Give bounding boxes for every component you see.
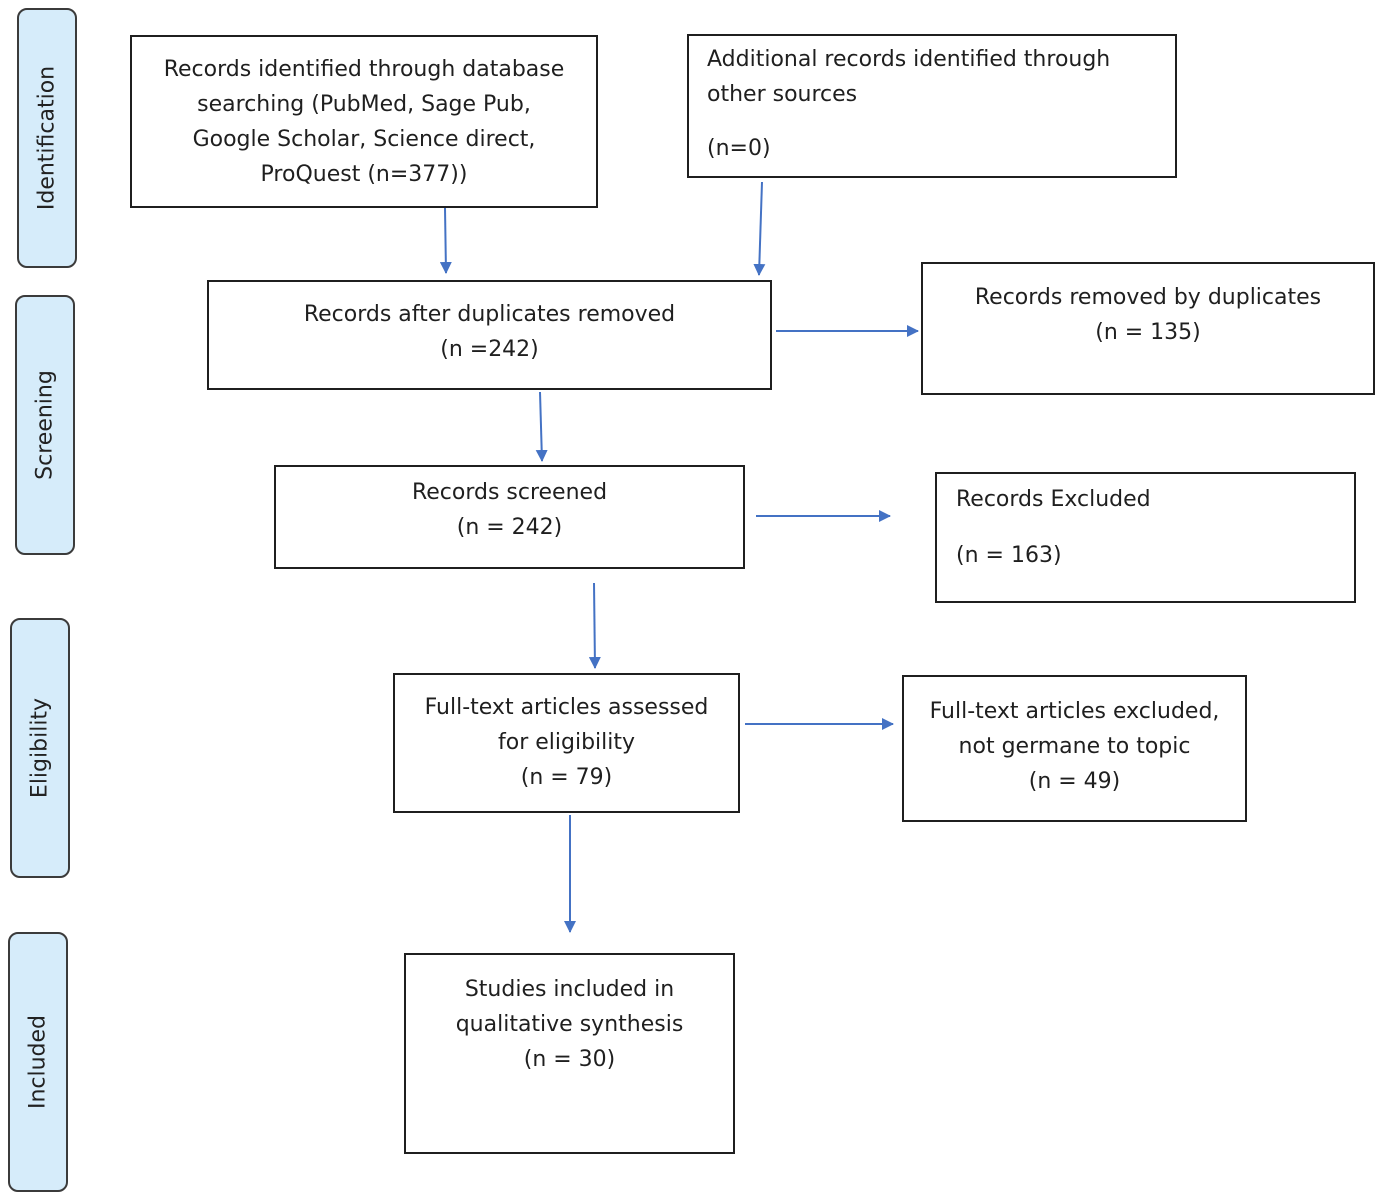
included-studies-box: Studies included in qualitative synthesi… (404, 953, 735, 1154)
removed-duplicates-box: Records removed by duplicates (n = 135) (921, 262, 1375, 395)
phase-eligibility: Eligibility (10, 618, 70, 878)
box-count: (n=0) (707, 136, 771, 161)
box-line: for eligibility (497, 730, 636, 755)
box-line: searching (PubMed, Sage Pub, (197, 92, 531, 117)
phase-included: Included (8, 932, 68, 1192)
box-line: (n = 79) (520, 765, 613, 790)
box-line: Studies included in (464, 977, 675, 1002)
box-line: (n =242) (440, 337, 539, 362)
box-line: Records removed by duplicates (974, 285, 1322, 310)
records-screened-box: Records screened (n = 242) (274, 465, 745, 569)
additional-records-box: Additional records identified through ot… (687, 34, 1177, 178)
after-duplicates-box: Records after duplicates removed (n =242… (207, 280, 772, 390)
arrow-screened-to-assessed (588, 582, 601, 669)
arrow-deduplicated-to-screened (535, 391, 548, 462)
box-line: Records screened (411, 480, 608, 505)
box-line: Records Excluded (956, 487, 1151, 512)
box-line: (n = 135) (1095, 320, 1201, 345)
box-line: ProQuest (n=377)) (260, 162, 468, 187)
box-line: Full-text articles assessed (424, 695, 709, 720)
arrow-database-to-deduplicated (439, 207, 452, 274)
box-line: Full-text articles excluded, (929, 699, 1220, 724)
box-count: (n = 163) (956, 543, 1062, 568)
box-line: Additional records identified through (707, 47, 1111, 72)
box-line: Records identified through database (163, 57, 565, 82)
phase-screening: Screening (15, 295, 75, 555)
box-line: other sources (707, 82, 858, 107)
full-text-assessed-box: Full-text articles assessed for eligibil… (393, 673, 740, 813)
full-text-excluded-box: Full-text articles excluded, not germane… (902, 675, 1247, 822)
box-line: (n = 30) (523, 1047, 616, 1072)
box-line: not germane to topic (958, 734, 1191, 759)
box-line: Google Scholar, Science direct, (192, 127, 536, 152)
box-line: (n = 242) (456, 515, 563, 540)
arrow-additional-to-deduplicated (753, 181, 766, 276)
box-line: qualitative synthesis (455, 1012, 684, 1037)
phase-identification: Identification (17, 8, 77, 268)
box-line: Records after duplicates removed (303, 302, 676, 327)
records-excluded-box: Records Excluded (n = 163) (935, 472, 1356, 603)
box-line: (n = 49) (1028, 769, 1121, 794)
database-records-box: Records identified through database sear… (130, 35, 598, 208)
